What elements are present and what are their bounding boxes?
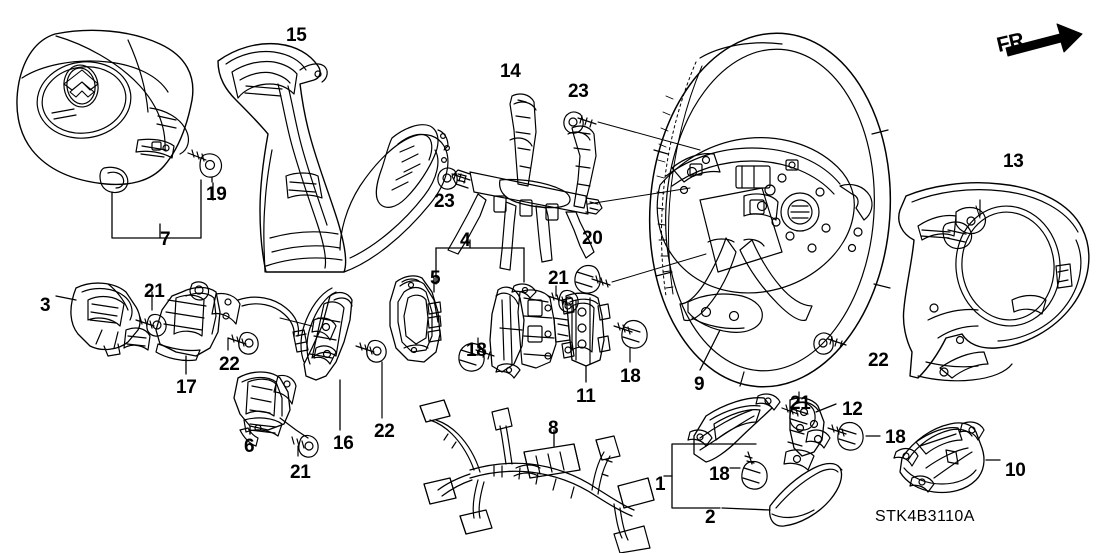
screw-22-wheel bbox=[813, 332, 847, 355]
screw-21-module bbox=[279, 417, 319, 458]
callout-7: 7 bbox=[160, 229, 171, 250]
callout-23-b: 23 bbox=[434, 191, 455, 212]
screw-22-paddle bbox=[355, 339, 387, 419]
callout-1: 1 bbox=[655, 474, 666, 495]
callout-8: 8 bbox=[548, 418, 559, 439]
callout-16: 16 bbox=[333, 433, 354, 454]
callout-2: 2 bbox=[705, 507, 716, 528]
callout-23-a: 23 bbox=[568, 81, 589, 102]
callout-6: 6 bbox=[244, 436, 255, 457]
bolt-19 bbox=[187, 149, 223, 178]
screw-23-right bbox=[563, 111, 597, 134]
callout-4: 4 bbox=[460, 230, 471, 251]
callout-13: 13 bbox=[1003, 151, 1024, 172]
callout-18-d: 18 bbox=[709, 464, 730, 485]
diagram-code: STK4B3110A bbox=[875, 508, 975, 525]
screw-18-bracket bbox=[827, 421, 881, 451]
part-5-bezel bbox=[389, 239, 525, 363]
fr-arrow-icon bbox=[1005, 23, 1083, 57]
callout-20: 20 bbox=[582, 228, 603, 249]
callout-9: 9 bbox=[694, 374, 705, 395]
callout-10: 10 bbox=[1005, 460, 1026, 481]
part-12-bracket bbox=[783, 397, 881, 471]
part-13-column-cover bbox=[898, 182, 1090, 382]
part-15-garnish bbox=[217, 42, 451, 273]
part-10-lower-bracket bbox=[893, 421, 1001, 494]
part-11-bracket bbox=[561, 292, 648, 383]
part-8-wire-harness bbox=[419, 399, 655, 553]
screw-21-panel bbox=[781, 391, 816, 431]
callout-21-d: 21 bbox=[290, 462, 311, 483]
part-1-switch-panel bbox=[663, 391, 816, 509]
part-6-switch-module bbox=[233, 371, 319, 458]
part-9-steering-wheel bbox=[587, 32, 892, 388]
screw-18-left bbox=[458, 337, 495, 372]
callout-15: 15 bbox=[286, 25, 307, 46]
callout-22-b: 22 bbox=[868, 350, 889, 371]
bolt-20 bbox=[574, 264, 611, 294]
screw-22-base bbox=[227, 331, 259, 355]
callout-19: 19 bbox=[206, 184, 227, 205]
screw-23-left bbox=[437, 167, 471, 190]
part-7-airbag-module bbox=[16, 29, 223, 239]
callout-12: 12 bbox=[842, 399, 863, 420]
part-16-paddle bbox=[279, 287, 387, 431]
part-2-lower-garnish bbox=[721, 462, 843, 527]
callout-21-b: 21 bbox=[144, 281, 165, 302]
part-17-switch-base bbox=[155, 281, 309, 375]
callout-17: 17 bbox=[176, 377, 197, 398]
callout-11: 11 bbox=[576, 386, 596, 407]
part-4-switch-body bbox=[458, 283, 579, 379]
callout-21-c: 21 bbox=[790, 393, 811, 414]
callout-22-c: 22 bbox=[374, 421, 395, 442]
callout-22-a: 22 bbox=[219, 354, 240, 375]
screw-18-panel bbox=[729, 451, 768, 490]
callout-18-a: 18 bbox=[466, 340, 487, 361]
part-3-cruise-switch bbox=[55, 282, 167, 357]
callout-18-c: 18 bbox=[885, 427, 906, 448]
callout-14: 14 bbox=[500, 61, 521, 82]
screw-18-right bbox=[613, 319, 648, 363]
part-14-bracket bbox=[437, 93, 611, 294]
screw-21-cruise bbox=[135, 291, 167, 337]
callout-18-b: 18 bbox=[620, 366, 641, 387]
callout-21-a: 21 bbox=[548, 268, 569, 289]
callout-3: 3 bbox=[40, 295, 51, 316]
callout-5: 5 bbox=[430, 268, 441, 289]
